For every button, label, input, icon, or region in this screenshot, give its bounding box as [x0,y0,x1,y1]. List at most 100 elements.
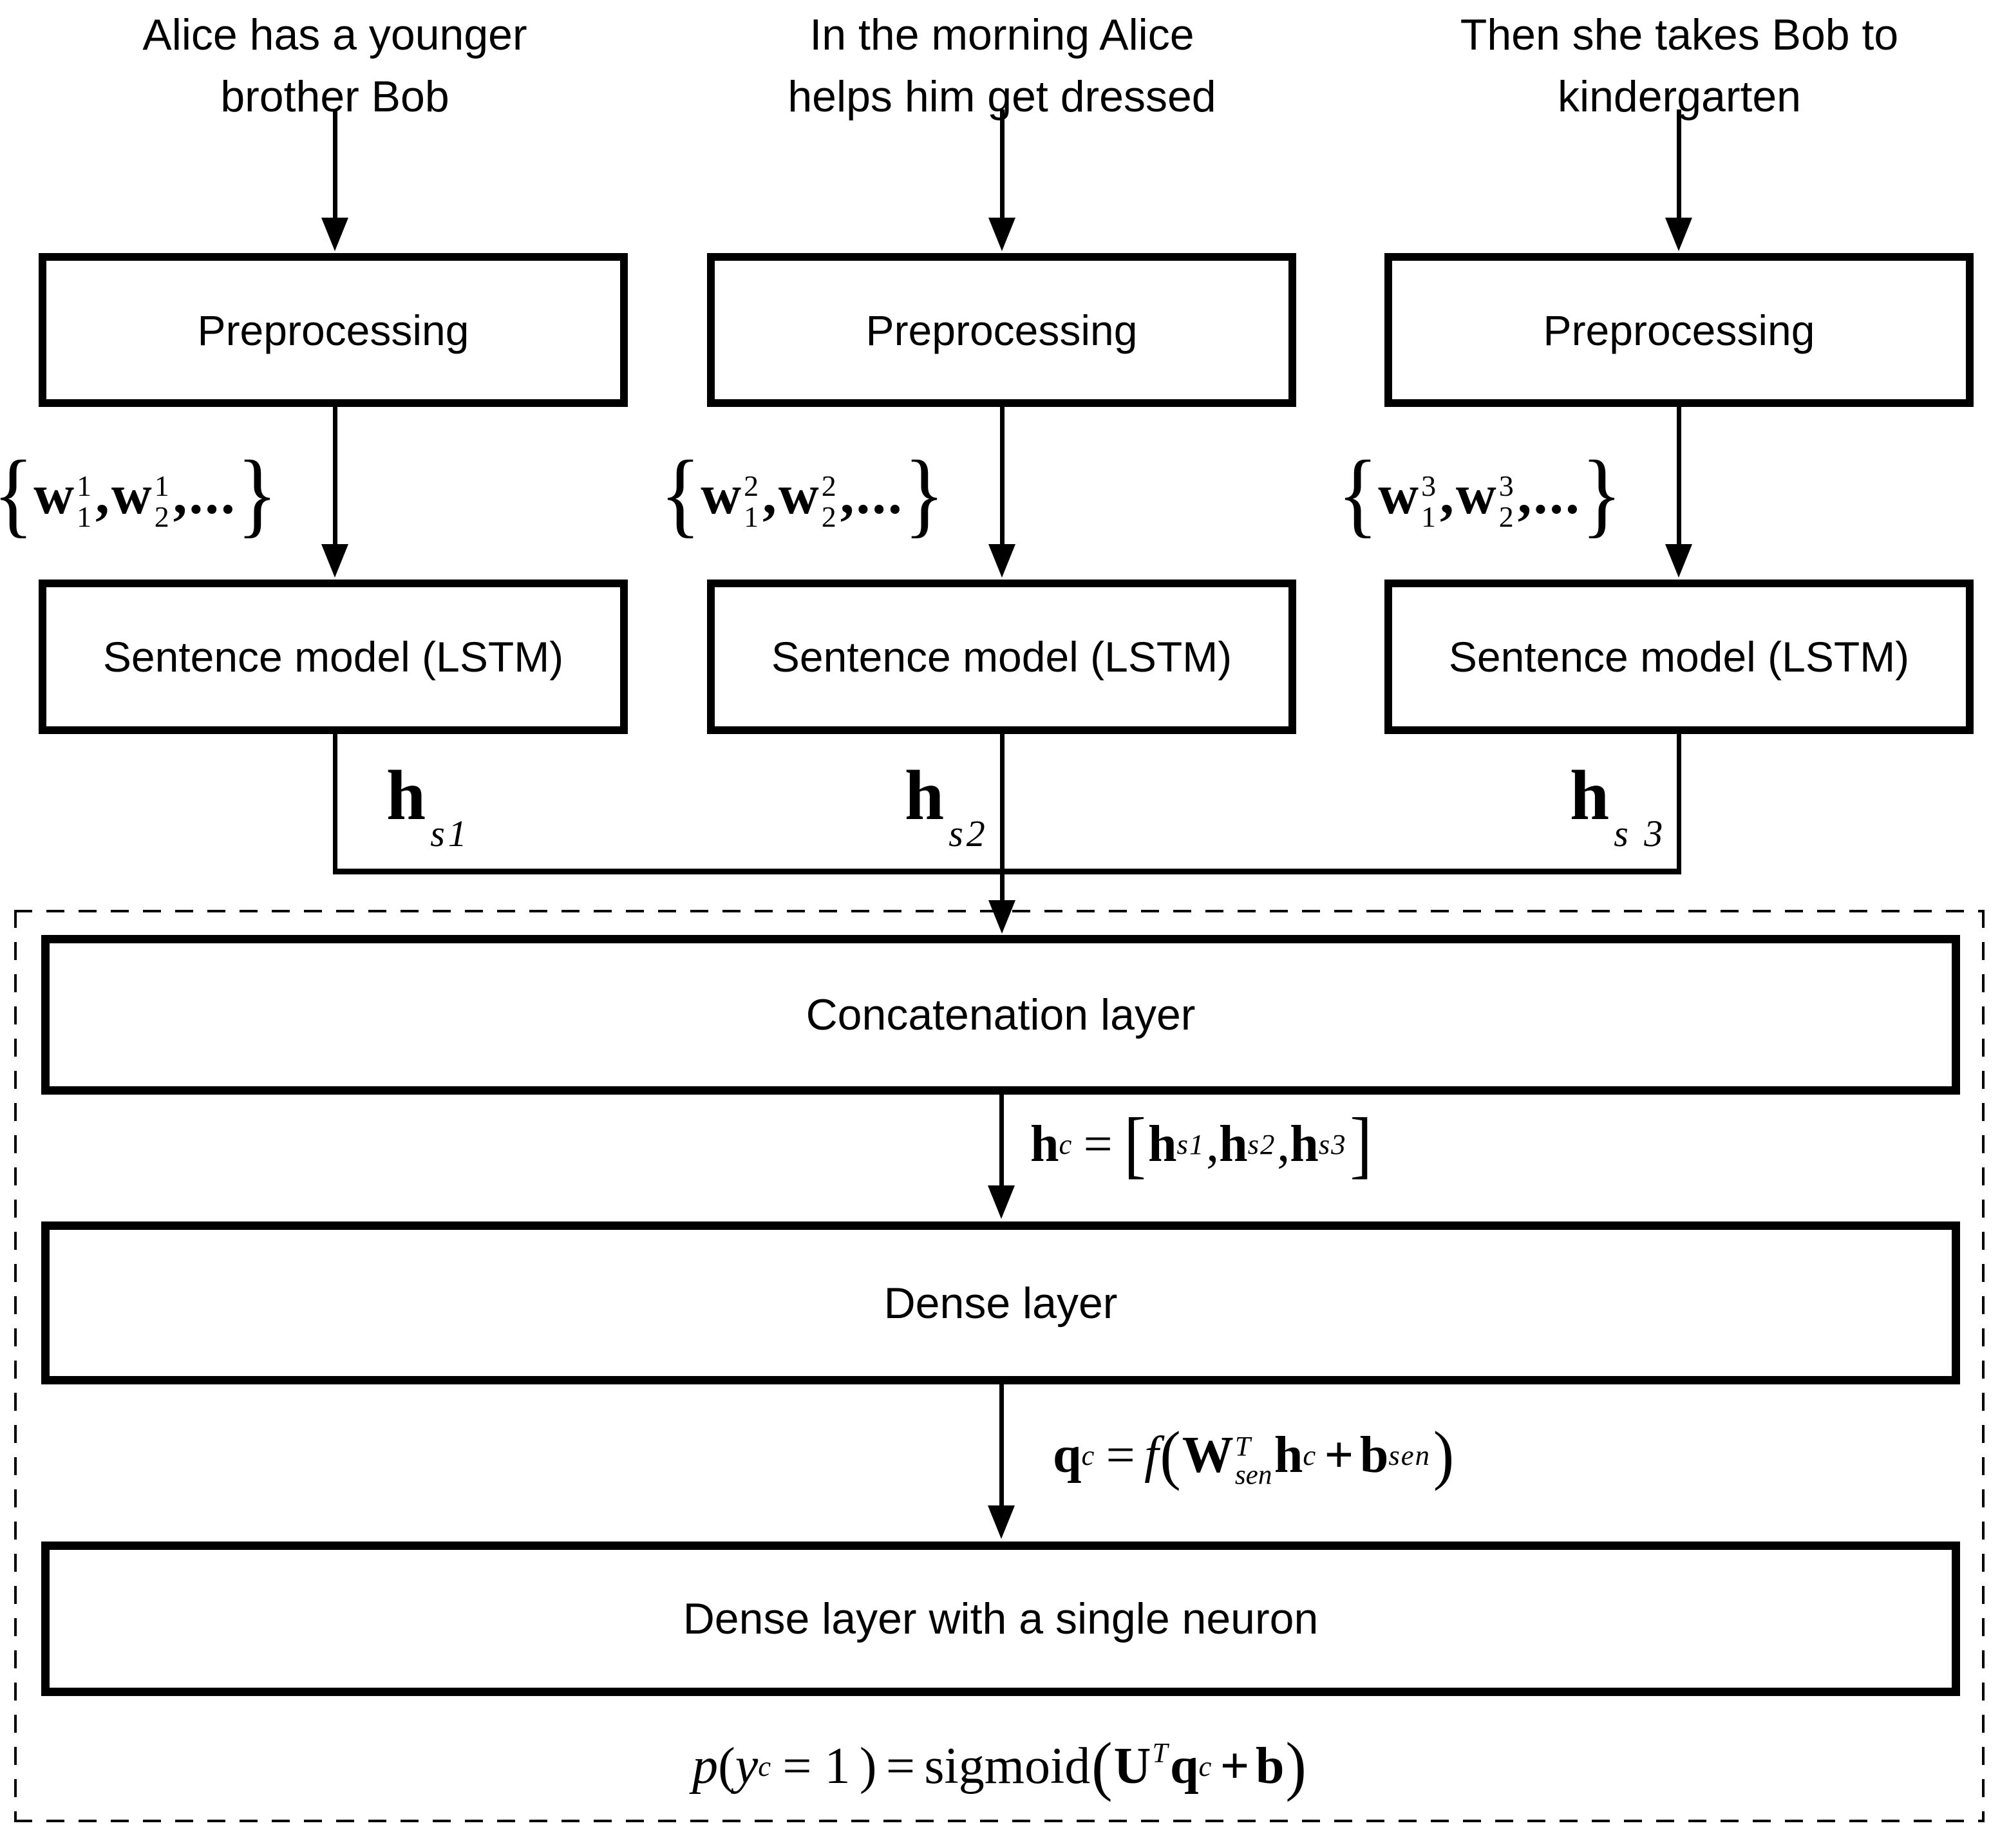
sentence-3-line-1: Then she takes Bob to [1460,10,1899,59]
hs3-vector: h [1290,1115,1319,1173]
U-superscript: T [1152,1738,1168,1769]
dense-layer-label: Dense layer [883,1278,1118,1328]
w2-subscript: 2 [821,500,836,533]
hs3-subscript: s3 [1318,1128,1347,1160]
w2-superscript: 3 [1498,469,1514,502]
hs3-vector: h [1570,756,1610,834]
hs2-subscript: s2 [1247,1128,1276,1160]
y-subscript-c: c [758,1750,773,1782]
equals-sign: = [1106,1426,1135,1484]
W-superscript-T: T [1234,1431,1250,1462]
close-paren: ) [1285,1730,1307,1803]
probability-p: p [692,1737,719,1795]
arrow-head-preprocessing2-to-lstm [988,544,1015,578]
sentence-text-2: In the morning Alice helps him get dress… [667,4,1337,127]
preprocessing-box-3: Preprocessing [1384,253,1974,407]
U-superscript-T: T [1152,1738,1168,1769]
open-bracket: [ [1124,1102,1146,1186]
open-paren: ( [1091,1730,1113,1803]
comma: , [762,462,778,525]
w1-superscript: 2 [744,469,759,502]
w1-vector: w [1378,462,1419,525]
line-lstm2-down [1000,734,1005,903]
label-y: y [735,1737,759,1795]
concatenation-layer-box: Concatenation layer [41,935,1960,1095]
close-brace: } [903,440,945,547]
qc-vector-q: q [1170,1737,1199,1795]
preprocessing-box-1: Preprocessing [39,253,628,407]
preprocessing-label-3: Preprocessing [1543,306,1815,354]
sentence-model-label-1: Sentence model (LSTM) [102,633,564,681]
w1-superscript: 1 [77,469,92,502]
group-box-border-top [14,910,1985,912]
arrow-head-into-concatenation [988,900,1015,934]
arrow-head-preprocessing3-to-lstm [1665,544,1692,578]
w2-subscript: 2 [1498,500,1514,533]
weight-vector-U: U [1113,1737,1151,1795]
open-brace: { [1337,440,1379,547]
close-brace: } [236,440,278,547]
arrow-head-sentence3-to-preprocessing [1665,218,1692,251]
open-paren: ( [1160,1419,1181,1492]
w2-superscript: 1 [154,469,169,502]
close-brace: } [1581,440,1623,547]
sentence-model-label-2: Sentence model (LSTM) [771,633,1232,681]
open-brace: { [659,440,701,547]
hs1-subscript: s1 [1176,1128,1205,1160]
qc-vector-q: q [1053,1426,1082,1484]
group-box-border-right [1982,910,1985,1822]
arrow-head-concat-to-dense [988,1185,1015,1219]
merge-line [333,869,1681,874]
sentence-model-box-1: Sentence model (LSTM) [39,580,628,734]
arrow-line-concat-to-dense [999,1095,1004,1188]
w2-subscript: 2 [154,500,169,533]
w1-subscript: 1 [77,500,92,533]
ellipsis: ,... [173,462,237,525]
line-lstm3-down [1677,734,1681,874]
hs3-subscript: s 3 [1614,813,1666,854]
hc-vector-h: h [1030,1115,1059,1173]
close-paren: ) [1433,1419,1455,1492]
arrow-head-preprocessing1-to-lstm [321,544,348,578]
plus-sign: + [1220,1737,1250,1795]
w2-superscript: 2 [821,469,836,502]
W-subscript-sen: sen [1234,1460,1272,1491]
comma: , [95,462,111,525]
equals-one: = 1 [782,1737,851,1795]
w2-vector: w [1455,462,1496,525]
hs2-vector: h [905,756,945,834]
preprocessing-label-1: Preprocessing [197,306,469,354]
arrow-line-preprocessing2-to-lstm [1000,407,1005,545]
comma: , [1440,462,1456,525]
comma: , [1277,1115,1290,1173]
q-subscript-c: c [1198,1750,1213,1782]
hc-vector-h: h [1274,1426,1303,1484]
w2-vector: w [111,462,152,525]
arrow-head-sentence1-to-preprocessing [321,218,348,251]
close-bracket: ] [1350,1102,1373,1186]
sentence-text-3: Then she takes Bob to kindergarten [1344,4,2000,127]
preprocessing-box-2: Preprocessing [707,253,1296,407]
word-tokens-formula-1: { w 11 , w 12 ,... } [0,433,278,555]
hc-subscript-c: c [1059,1128,1073,1160]
sentence-3-line-2: kindergarten [1557,72,1802,121]
arrow-head-sentence2-to-preprocessing [988,218,1015,251]
plus-sign: + [1324,1426,1354,1484]
group-box-border-left [14,910,17,1822]
arrow-line-dense-to-single [999,1384,1004,1505]
arrow-line-preprocessing3-to-lstm [1677,407,1681,545]
dense-single-neuron-label: Dense layer with a single neuron [683,1594,1319,1643]
ellipsis: ,... [840,462,904,525]
sigmoid-function: sigmoid [924,1737,1091,1795]
w1-subscript: 1 [1421,500,1437,533]
